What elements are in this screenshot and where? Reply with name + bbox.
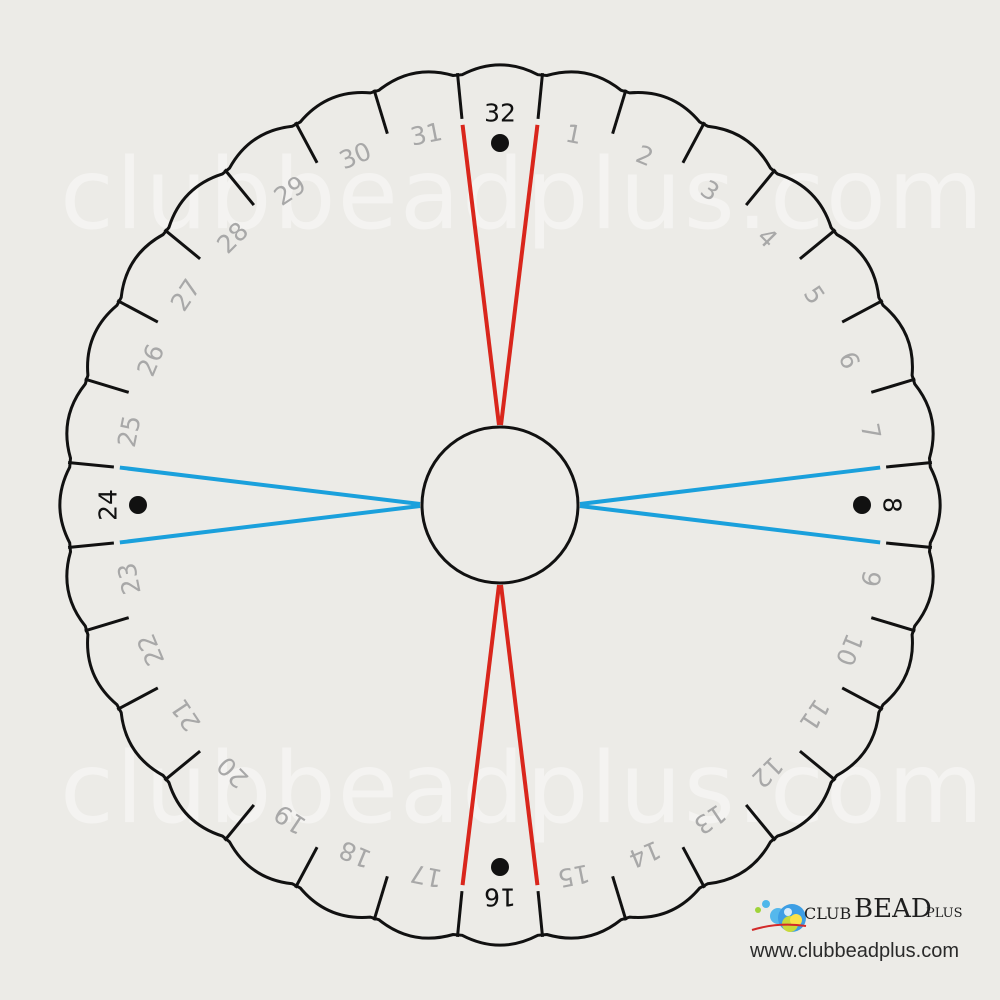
slot-label: 18 <box>335 835 375 874</box>
slot-label: 20 <box>211 751 254 794</box>
slot-label: 14 <box>624 835 664 874</box>
slot-divider <box>536 72 545 120</box>
slot-divider <box>744 803 777 842</box>
bead-balls-icon <box>751 900 807 932</box>
slot-divider <box>84 377 130 394</box>
slot-label: 30 <box>335 136 375 175</box>
slot-label: 1 <box>563 119 584 151</box>
thread-guide-line <box>499 584 540 886</box>
slot-divider <box>163 749 202 782</box>
slot-divider <box>841 299 884 324</box>
slot-divider <box>885 460 933 469</box>
slot-divider <box>611 89 628 135</box>
slot-marker-dot <box>491 858 509 876</box>
thread-guide-line <box>579 504 881 545</box>
slot-divider <box>841 686 884 711</box>
slot-divider <box>67 541 115 550</box>
slot-label: 8 <box>878 497 907 513</box>
slot-label: 27 <box>165 274 207 317</box>
slot-label: 23 <box>112 560 147 597</box>
slot-label: 3 <box>695 174 724 207</box>
slot-label: 21 <box>165 694 207 737</box>
slot-divider <box>681 846 706 889</box>
brand-logo: CLUB BEAD PLUS www.clubbeadplus.com <box>748 892 980 972</box>
slot-divider <box>67 460 115 469</box>
slot-marker-dot <box>491 134 509 152</box>
slot-label: 13 <box>689 798 732 840</box>
thread-guide-line <box>119 465 421 506</box>
slot-divider <box>455 72 464 120</box>
thread-guide-line <box>499 124 540 426</box>
slot-label: 25 <box>112 413 147 450</box>
slot-marker-dot <box>853 496 871 514</box>
slot-label: 24 <box>94 489 123 521</box>
thread-guide-line <box>460 584 501 886</box>
slot-divider <box>885 541 933 550</box>
slot-divider <box>116 686 159 711</box>
slot-divider <box>798 228 837 261</box>
logo-bead-text: BEAD <box>854 894 932 924</box>
slot-label: 2 <box>632 139 658 172</box>
slot-divider <box>372 89 389 135</box>
thread-guide-line <box>119 504 421 545</box>
slot-divider <box>681 121 706 164</box>
slot-divider <box>84 616 130 633</box>
slot-label: 16 <box>484 883 516 912</box>
slot-label: 29 <box>269 170 312 212</box>
slot-label: 28 <box>211 216 254 259</box>
slot-label: 7 <box>855 421 887 442</box>
slot-divider <box>611 875 628 921</box>
slot-divider <box>536 890 545 938</box>
website-link[interactable]: www.clubbeadplus.com <box>750 940 959 962</box>
slot-label: 9 <box>855 568 887 589</box>
slot-label: 26 <box>131 340 170 380</box>
slot-divider <box>116 299 159 324</box>
slot-marker-dot <box>129 496 147 514</box>
slot-divider <box>744 168 777 207</box>
logo-plus-text: PLUS <box>926 906 963 921</box>
slot-divider <box>455 890 464 938</box>
slot-label: 10 <box>830 629 869 669</box>
slot-label: 11 <box>793 694 835 737</box>
slot-label: 5 <box>798 280 831 309</box>
slot-divider <box>798 749 837 782</box>
slot-label: 17 <box>408 858 445 893</box>
slot-label: 6 <box>833 347 866 373</box>
slot-label: 31 <box>408 117 445 152</box>
slot-label: 22 <box>131 629 170 669</box>
slot-divider <box>294 121 319 164</box>
thread-guide-line <box>579 465 881 506</box>
slot-divider <box>294 846 319 889</box>
logo-club-text: CLUB <box>804 904 852 923</box>
slot-label: 4 <box>751 222 783 254</box>
slot-divider <box>870 616 916 633</box>
slot-divider <box>223 168 256 207</box>
slot-divider <box>163 228 202 261</box>
slot-label: 12 <box>746 751 789 794</box>
slot-divider <box>223 803 256 842</box>
center-hole <box>420 425 580 585</box>
slot-label: 15 <box>555 858 592 893</box>
slot-label: 19 <box>269 798 312 840</box>
thread-guide-line <box>460 124 501 426</box>
disk-outline <box>58 63 942 947</box>
slot-divider <box>870 377 916 394</box>
slot-divider <box>372 875 389 921</box>
slot-label: 32 <box>484 99 516 128</box>
